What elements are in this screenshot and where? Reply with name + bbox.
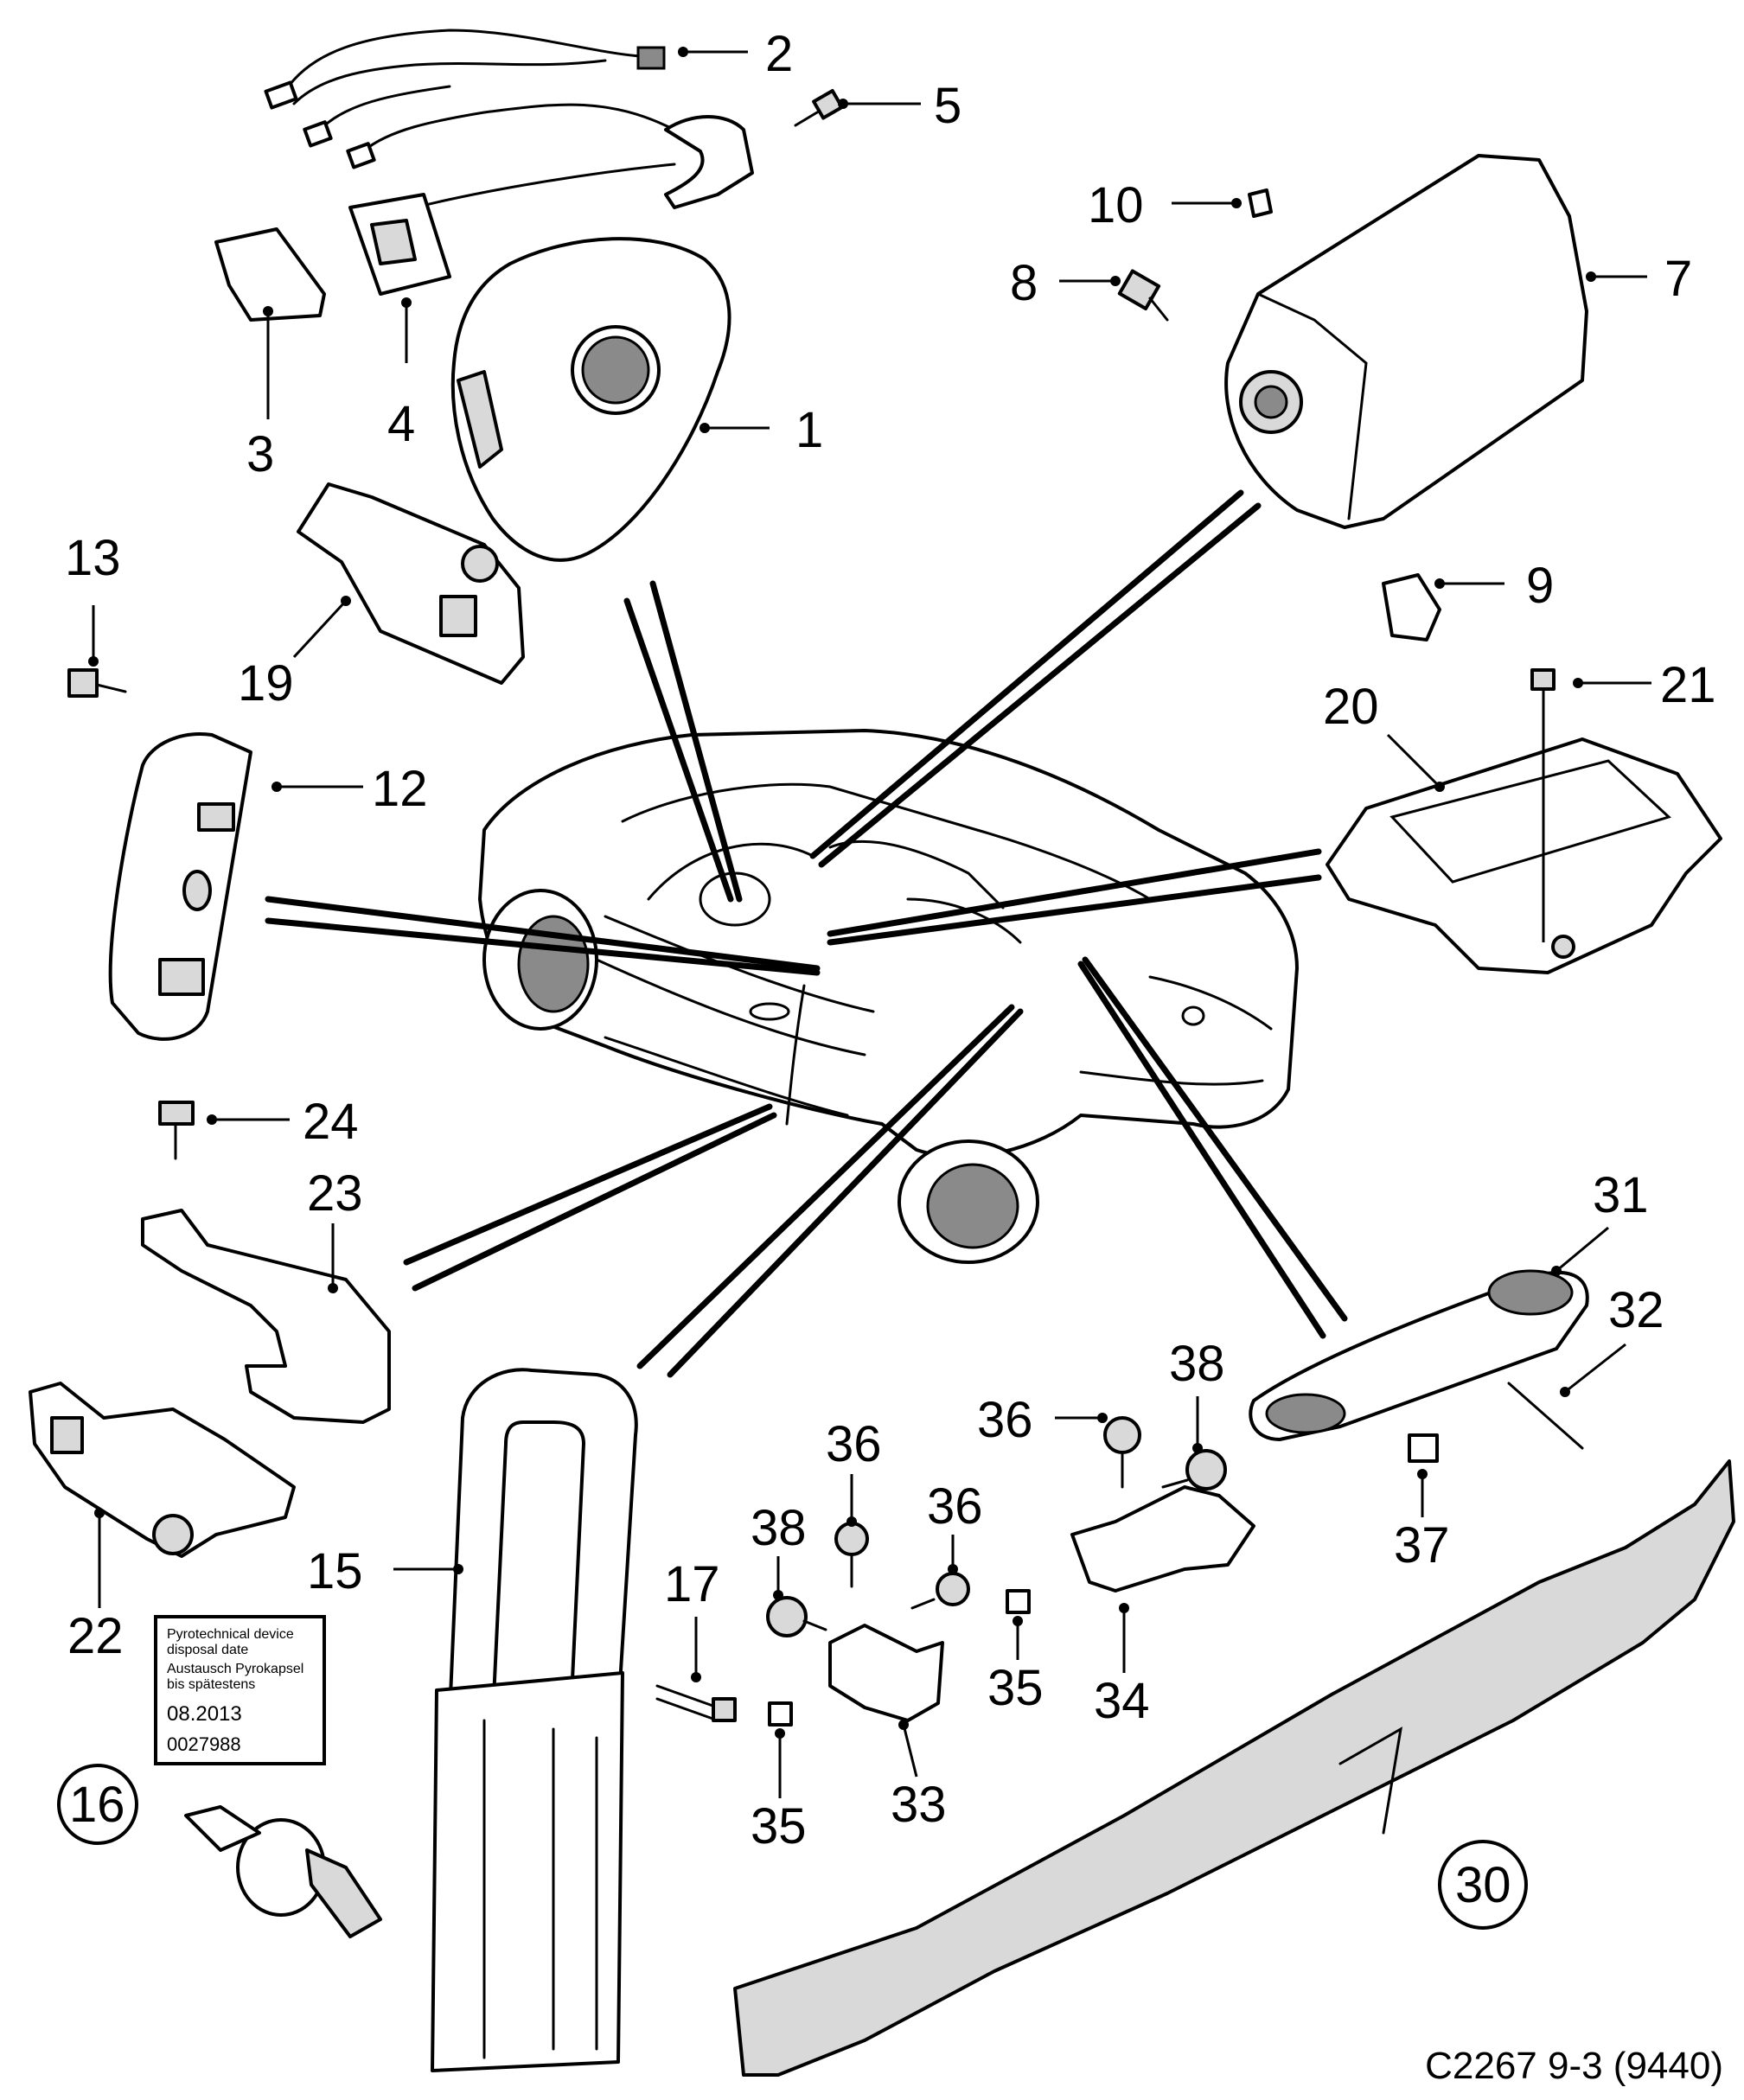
callout-35b: 35	[987, 1660, 1044, 1716]
callout-16-circle	[57, 1764, 138, 1845]
seat-airbag-31	[1249, 1269, 1589, 1441]
airbag-control-unit	[1326, 737, 1722, 974]
callout-24: 24	[303, 1094, 359, 1150]
callout-8: 8	[1010, 255, 1038, 311]
squib-16	[184, 1805, 382, 1938]
callout-36c: 36	[977, 1392, 1033, 1448]
fasteners	[766, 1416, 1227, 1727]
bracket-23	[141, 1209, 391, 1424]
bracket-33	[828, 1624, 944, 1722]
callout-38a: 38	[751, 1500, 807, 1556]
sill-trim-30	[733, 1459, 1735, 2077]
callout-33: 33	[891, 1777, 947, 1833]
label-code: 0027988	[167, 1733, 241, 1755]
callout-1: 1	[795, 402, 823, 458]
callout-23: 23	[307, 1165, 363, 1222]
callout-37: 37	[1394, 1517, 1450, 1573]
location-beams	[265, 489, 1348, 1378]
callout-2: 2	[765, 26, 793, 82]
side-airbag	[108, 732, 252, 1041]
screw-24	[158, 1101, 195, 1160]
screw-13	[67, 668, 127, 698]
callout-36a: 36	[826, 1416, 882, 1472]
callout-21: 21	[1660, 657, 1716, 713]
label-line-3: Austausch Pyrokapsel	[167, 1662, 303, 1676]
callout-16-circled: 16	[69, 1777, 125, 1833]
crash-sensor-22	[29, 1382, 296, 1558]
label-date: 08.2013	[167, 1702, 242, 1726]
clip-10	[1248, 188, 1273, 218]
passenger-airbag	[1224, 154, 1588, 529]
belt-pretensioner	[431, 1368, 638, 2072]
callout-38b: 38	[1169, 1336, 1225, 1392]
nut-21	[1530, 668, 1556, 691]
clip-37	[1408, 1433, 1439, 1463]
callout-34: 34	[1094, 1673, 1150, 1729]
callout-17: 17	[664, 1556, 720, 1612]
callout-19: 19	[238, 655, 294, 712]
callout-31: 31	[1593, 1167, 1649, 1223]
bolt-8	[1117, 269, 1169, 322]
clip-9	[1382, 573, 1441, 641]
diagram-reference: C2267 9-3 (9440)	[1425, 2045, 1723, 2087]
callout-numbers: 1 2 3 4 5 7 8 9 10 12 13 15 16 17 19 20 …	[65, 26, 1716, 1854]
steering-wheel-harness	[264, 29, 754, 296]
callout-15: 15	[307, 1543, 363, 1599]
crash-sensor-19	[297, 482, 525, 685]
screw-5	[794, 88, 844, 127]
callout-9: 9	[1526, 558, 1554, 614]
callout-4: 4	[387, 396, 415, 452]
pyrotechnic-label: Pyrotechnical device disposal date Austa…	[154, 1615, 326, 1765]
callout-7: 7	[1664, 251, 1692, 307]
label-line-4: bis spätestens	[167, 1677, 255, 1692]
steering-airbag-module	[450, 237, 731, 562]
callout-10: 10	[1088, 177, 1144, 233]
callout-36b: 36	[927, 1478, 983, 1535]
callout-20: 20	[1323, 679, 1379, 735]
trim-cover	[214, 227, 326, 322]
leader-lines	[88, 47, 1651, 1798]
callout-3: 3	[246, 426, 274, 482]
label-line-1: Pyrotechnical device	[167, 1627, 294, 1642]
callout-30: 30	[1455, 1857, 1511, 1913]
callout-30-circle	[1438, 1840, 1528, 1930]
bolt-17	[655, 1684, 737, 1722]
callout-5: 5	[934, 78, 961, 134]
strap-32	[1507, 1382, 1584, 1450]
callout-35a: 35	[751, 1798, 807, 1854]
callout-13: 13	[65, 530, 121, 586]
car-outline	[478, 729, 1299, 1264]
callout-12: 12	[372, 761, 428, 817]
callout-22: 22	[67, 1608, 124, 1664]
label-line-2: disposal date	[167, 1643, 248, 1657]
callout-32: 32	[1608, 1282, 1664, 1338]
bracket-34	[1070, 1485, 1255, 1593]
